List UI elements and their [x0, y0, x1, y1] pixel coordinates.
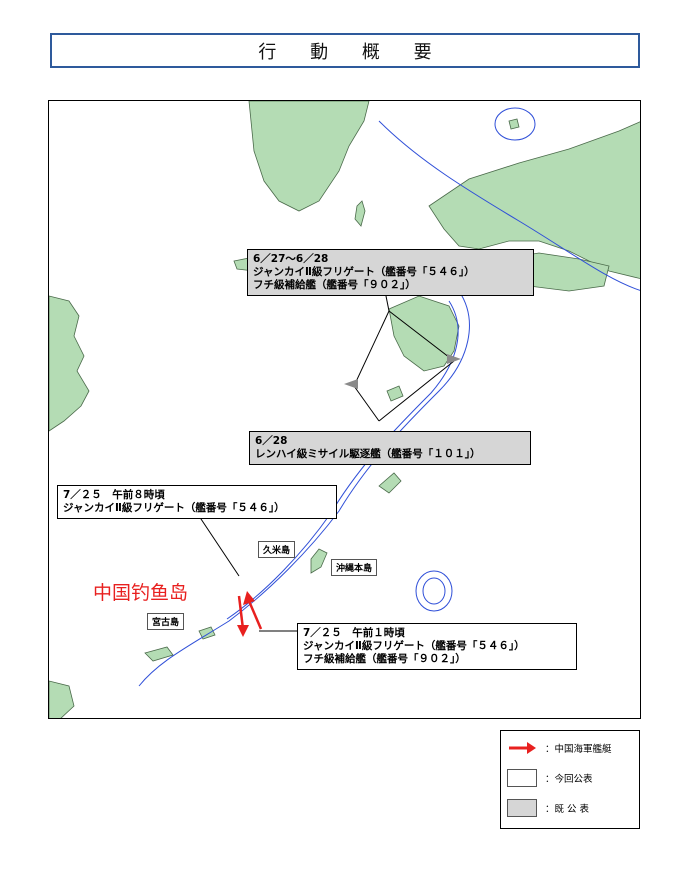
map-frame: 6／27～6／28 ジャンカイⅡ級フリゲート（艦番号「５４６」） フチ級補給艦（…	[48, 100, 641, 719]
oki-contour	[494, 107, 536, 141]
tsushima-landmass	[354, 200, 366, 227]
label-kumejima: 久米島	[258, 541, 296, 558]
page-title: 行 動 概 要	[258, 41, 446, 63]
amami-landmass	[378, 472, 402, 494]
callout-ship-1: ジャンカイⅡ級フリゲート（艦番号「５４６」）	[63, 502, 285, 514]
legend-row-current: ：今回公表	[507, 769, 593, 787]
callout-0725-0100: 7／２５ 午前１時頃 ジャンカイⅡ級フリゲート（艦番号「５４６」） フチ級補給艦…	[297, 623, 577, 670]
red-arrow-icon	[509, 742, 536, 754]
red-arrows	[237, 591, 263, 637]
label-okinawa: 沖縄本島	[331, 559, 378, 576]
daito-contour	[415, 570, 453, 612]
miyako-landmass	[198, 626, 216, 640]
label-miyako: 宮古島	[147, 613, 185, 630]
korea-landmass	[248, 101, 370, 212]
gray-arrow-left	[344, 379, 358, 389]
route-lines	[198, 285, 455, 632]
route-diamond-2	[353, 385, 380, 422]
legend-label-navy: ：中国海軍艦艇	[545, 744, 612, 755]
callout-ship-1: ジャンカイⅡ級フリゲート（艦番号「５４６」）	[303, 640, 525, 652]
red-arrow-up-shaft	[247, 600, 263, 630]
callout-0627-0628: 6／27～6／28 ジャンカイⅡ級フリゲート（艦番号「５４６」） フチ級補給艦（…	[247, 249, 534, 296]
gray-arrow-right	[447, 354, 461, 364]
daito-inner-contour	[422, 577, 446, 605]
callout-0628: 6／28 レンハイ級ミサイル駆逐艦（艦番号「１０１」）	[249, 431, 531, 465]
callout-date: 7／２５ 午前１時頃	[303, 627, 405, 639]
title-box: 行 動 概 要	[50, 33, 640, 68]
legend: ：中国海軍艦艇 ：今回公表 ：既 公 表	[500, 730, 640, 829]
outer-contour-main	[378, 120, 640, 291]
legend-row-previous: ：既 公 表	[507, 799, 589, 817]
okinawa-landmass	[310, 548, 328, 574]
callout-date: 7／２５ 午前８時頃	[63, 489, 165, 501]
callout-0725-0800: 7／２５ 午前８時頃 ジャンカイⅡ級フリゲート（艦番号「５４６」）	[57, 485, 337, 519]
red-arrow-up-head	[243, 591, 255, 605]
route-diamond-3	[378, 360, 455, 422]
callout-date: 6／27～6／28	[253, 253, 329, 265]
osumi-islands	[386, 385, 404, 402]
red-arrow-down-shaft	[237, 595, 245, 630]
callout-ship-1: ジャンカイⅡ級フリゲート（艦番号「５４６」）	[253, 266, 475, 278]
legend-swatch-white	[507, 769, 537, 787]
ishigaki-landmass	[144, 646, 174, 662]
callout-ship-2: フチ級補給艦（艦番号「９０２」）	[253, 279, 416, 291]
callout-ship-2: フチ級補給艦（艦番号「９０２」）	[303, 653, 466, 665]
outer-contour-ryukyu	[138, 290, 470, 687]
legend-label-previous: ：既 公 表	[545, 804, 590, 815]
callout-date: 6／28	[255, 435, 288, 447]
honshu-landmass	[428, 121, 640, 279]
label-diaoyu: 中国钓鱼岛	[93, 582, 189, 604]
legend-swatch-gray	[507, 799, 537, 817]
gray-arrows	[344, 354, 461, 389]
route-diamond-1	[353, 310, 390, 387]
legend-label-current: ：今回公表	[545, 774, 593, 785]
taiwan-landmass	[49, 680, 75, 718]
route-line-c3	[198, 515, 240, 577]
legend-row-navy: ：中国海軍艦艇	[507, 739, 612, 757]
china-landmass	[49, 295, 90, 432]
oki-landmass	[508, 118, 520, 130]
red-arrow-down-head	[237, 625, 249, 637]
route-diamond-4	[388, 310, 455, 362]
callout-ship-1: レンハイ級ミサイル駆逐艦（艦番号「１０１」）	[255, 448, 481, 460]
